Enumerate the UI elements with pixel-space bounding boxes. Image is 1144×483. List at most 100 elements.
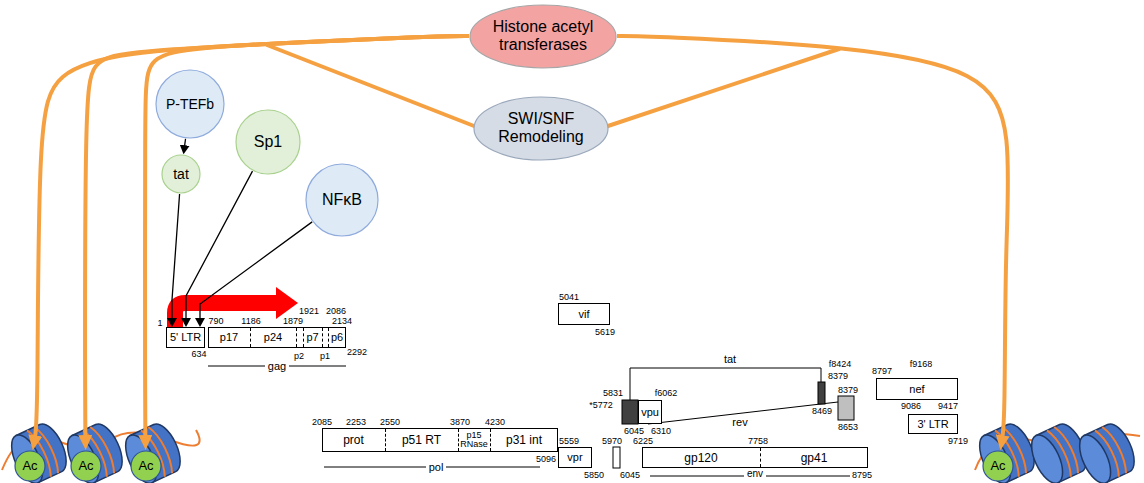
acetyl-mark: Ac (130, 450, 162, 482)
position-number: 2085 (312, 418, 332, 427)
segment-divider (760, 448, 761, 467)
position-number: 8653 (838, 423, 858, 432)
position-number: 9086 (901, 402, 921, 411)
segment-divider (296, 328, 297, 347)
position-number: 6225 (633, 437, 653, 446)
position-number: 2550 (380, 418, 400, 427)
gene-box: 3' LTR (908, 414, 958, 434)
exon-box (613, 447, 620, 468)
position-number: 8797 (872, 367, 892, 376)
position-number: 9417 (938, 402, 958, 411)
position-number: 8379 (838, 386, 858, 395)
acetylation-arrow (34, 36, 469, 440)
gene-box: vif (558, 303, 610, 325)
segment-divider (385, 429, 386, 451)
gene-name: vpu (641, 406, 659, 419)
exon-box (838, 396, 854, 420)
gene-label: env (744, 469, 766, 479)
factor-circle: NFκB (305, 163, 379, 237)
gene-box: p17p24p7p6 (208, 327, 346, 348)
position-number: 6310 (651, 427, 671, 436)
gene-box: vpu (638, 400, 662, 424)
gene-box: protp51 RTp15 RNasep31 int (322, 428, 558, 452)
activation-arrow (186, 171, 252, 321)
protein-label: p24 (250, 328, 296, 347)
acetylation-arrow (85, 36, 469, 440)
acetyl-mark-shape (71, 451, 101, 481)
acetylation-arrow (617, 36, 1008, 440)
remodeler-ellipse-shape (474, 97, 608, 160)
transcription-arrow (175, 303, 280, 327)
node-label: NFκB (322, 191, 362, 209)
remodeling-link (608, 49, 839, 126)
node-label: Ac (22, 459, 37, 474)
position-number: 5619 (595, 328, 615, 337)
protein-label: p31 int (490, 429, 558, 451)
node-label: Ac (138, 459, 153, 474)
position-number: f9168 (910, 360, 933, 369)
activation-arrow (172, 194, 180, 321)
position-number: 4230 (485, 418, 505, 427)
factor-circle-shape (236, 110, 300, 174)
position-number: 2253 (346, 418, 366, 427)
position-number: 6045 (620, 471, 640, 480)
position-number: 8379 (828, 372, 848, 381)
acetyl-mark: Ac (14, 450, 46, 482)
protein-label: p1 (320, 352, 330, 361)
node-label: Histone acetyl transferases (487, 18, 599, 55)
acetylation-arrow (145, 36, 469, 440)
exon-box (622, 400, 638, 424)
enzyme-ellipse: Histone acetyl transferases (469, 4, 617, 69)
position-number: 8469 (812, 407, 832, 416)
nucleosome (1073, 419, 1140, 483)
gene-label: rev (732, 417, 747, 428)
node-label: SWI/SNF Remodeling (493, 110, 589, 147)
factor-circle-shape (306, 164, 378, 236)
position-number: 5041 (559, 293, 579, 302)
splice-line (630, 368, 821, 400)
gene-name: nef (909, 383, 924, 396)
position-number: 1 (157, 319, 162, 328)
gene-box: 5' LTR (166, 327, 205, 348)
protein-label: p17 (208, 328, 250, 347)
position-number: 5096 (536, 455, 556, 464)
position-number: 7758 (748, 437, 768, 446)
position-number: 8795 (852, 471, 872, 480)
node-label: tat (173, 166, 189, 182)
protein-circle: tat (161, 154, 201, 194)
protein-label: p51 RT (385, 429, 458, 451)
enzyme-ellipse-shape (470, 5, 616, 68)
position-number: f8424 (829, 360, 852, 369)
activation-arrow (184, 139, 185, 148)
acetyl-mark: Ac (70, 450, 102, 482)
factor-circle-shape (156, 70, 224, 138)
protein-label: prot (322, 429, 385, 451)
acetyl-mark-shape (15, 451, 45, 481)
position-number: 634 (191, 350, 206, 359)
segment-divider (322, 328, 323, 347)
gene-label: pol (426, 462, 447, 473)
node-label: Sp1 (254, 133, 282, 151)
node-label: Ac (78, 459, 93, 474)
gene-name: 3' LTR (917, 418, 948, 431)
position-number: 9719 (948, 437, 968, 446)
position-number: 5831 (603, 389, 623, 398)
protein-label: p2 (294, 352, 304, 361)
remodeling-link (267, 45, 474, 126)
protein-label: gp41 (760, 448, 868, 467)
position-number: 1879 (283, 317, 303, 326)
node-label: P-TEFb (166, 96, 214, 112)
nucleosome (61, 419, 128, 483)
gene-box: nef (876, 378, 958, 400)
segment-divider (328, 328, 329, 347)
acetyl-mark-shape (983, 451, 1013, 481)
protein-circle-shape (162, 155, 200, 193)
gene-name: vif (579, 308, 590, 321)
acetyl-mark-shape (131, 451, 161, 481)
nucleosome (973, 419, 1040, 483)
factor-circle: P-TEFb (155, 69, 225, 139)
protein-label: p15 RNase (458, 429, 490, 451)
exon-box (818, 382, 825, 404)
gene-name: vpr (567, 451, 582, 464)
